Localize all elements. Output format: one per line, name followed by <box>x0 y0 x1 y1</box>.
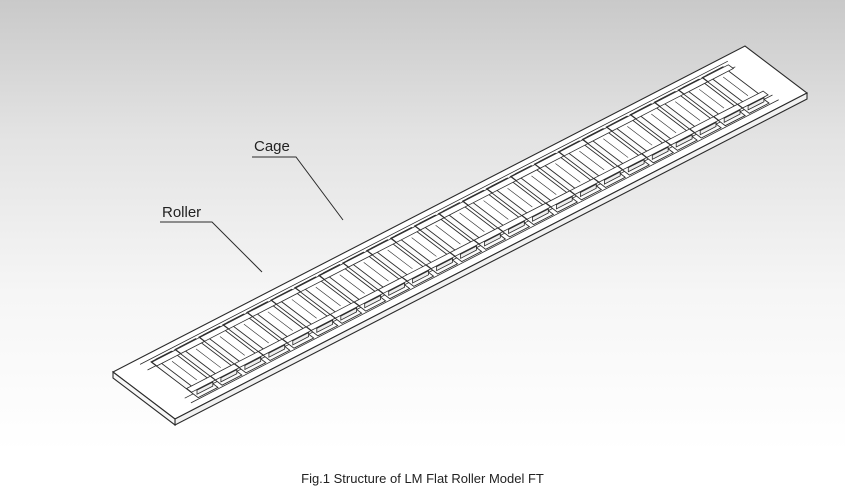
roller <box>701 64 770 114</box>
roller-tab-back <box>702 64 735 83</box>
roller-side <box>699 121 717 136</box>
roller-side <box>412 270 429 284</box>
roller <box>174 336 243 386</box>
roller-axis-line <box>315 286 341 307</box>
roller-side <box>364 294 381 309</box>
roller-axis-line <box>579 150 605 171</box>
roller-row <box>150 64 770 399</box>
roller-axis-line <box>459 212 485 232</box>
roller-axis-line <box>627 126 653 146</box>
roller-side <box>580 183 597 198</box>
roller <box>269 286 339 337</box>
roller-side <box>532 208 549 222</box>
roller-side <box>316 319 334 334</box>
roller-side <box>340 307 358 321</box>
roller <box>557 138 627 189</box>
roller-axis-line <box>651 113 677 134</box>
roller-axis-line <box>675 101 701 121</box>
roller-axis-line <box>435 225 461 245</box>
roller-axis-line <box>219 336 245 356</box>
roller <box>293 274 363 324</box>
roller-side <box>604 171 621 185</box>
roller-side <box>436 257 453 272</box>
roller-side <box>292 331 310 346</box>
roller-axis-line <box>411 237 437 257</box>
cage-rail-front <box>190 99 779 404</box>
cage-label: Cage <box>254 138 290 155</box>
roller-axis-line <box>171 361 198 381</box>
roller-axis-line <box>267 311 293 331</box>
roller-axis-line <box>531 175 557 195</box>
roller-label: Roller <box>162 204 202 221</box>
leader-lines <box>160 156 344 273</box>
roller-axis-line <box>699 89 725 109</box>
roller <box>150 348 219 399</box>
roller-side <box>484 233 501 247</box>
roller <box>485 175 555 226</box>
roller-side <box>220 369 238 383</box>
cage-rail-back <box>139 60 729 365</box>
roller-tab-front <box>737 90 769 109</box>
roller <box>677 76 746 127</box>
roller-side <box>268 344 286 358</box>
roller <box>605 113 675 164</box>
cage-end-face <box>112 370 176 427</box>
roller-axis-line <box>722 76 749 96</box>
roller-side <box>508 220 525 235</box>
roller <box>437 200 507 250</box>
roller <box>198 323 267 374</box>
roller-side <box>747 97 765 111</box>
roller-side <box>196 381 214 395</box>
roller <box>629 101 698 151</box>
roller-side <box>627 158 645 173</box>
roller-axis-line <box>483 200 509 220</box>
cage-leader-line <box>252 156 344 221</box>
roller-axis-line <box>339 274 365 294</box>
roller-side <box>651 146 669 161</box>
roller-side <box>675 134 693 148</box>
roller <box>341 249 411 300</box>
figure-caption: Fig.1 Structure of LM Flat Roller Model … <box>301 471 544 486</box>
roller-axis-line <box>555 163 581 183</box>
roller <box>461 187 531 238</box>
roller-side <box>244 356 262 371</box>
roller-axis-line <box>291 299 317 319</box>
roller <box>533 150 603 201</box>
roller-side <box>388 282 405 297</box>
roller-side <box>556 196 573 210</box>
roller-axis-line <box>603 138 629 158</box>
roller-side <box>723 109 741 123</box>
roller <box>653 89 722 139</box>
roller <box>317 262 387 312</box>
roller-side <box>460 245 477 259</box>
roller-axis-line <box>363 262 389 282</box>
roller-axis-line <box>507 187 533 208</box>
roller-leader-line <box>160 221 263 273</box>
roller-axis-line <box>387 249 413 270</box>
flat-roller-drawing <box>111 45 809 427</box>
roller <box>245 299 315 349</box>
roller-axis-line <box>195 348 221 368</box>
roller-axis-line <box>243 323 269 344</box>
roller <box>222 311 291 362</box>
